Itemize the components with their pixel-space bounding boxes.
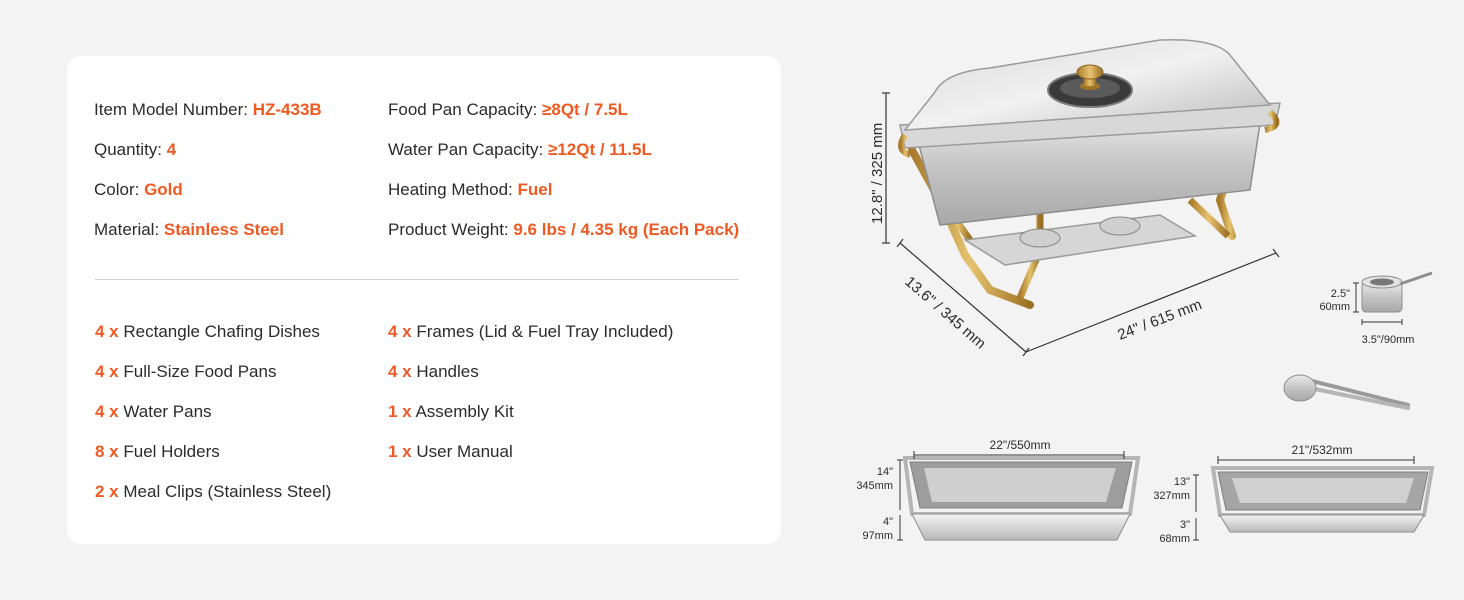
divider [95, 279, 739, 280]
water-pan-height-in-label: 4" [883, 516, 893, 528]
water-pan-depth-mm-label: 345mm [856, 480, 893, 492]
dimension-lines [882, 92, 1280, 357]
spec-card: Item Model Number: HZ-433B Quantity: 4 C… [67, 56, 781, 544]
contents-item: 4 x Rectangle Chafing Dishes [95, 322, 320, 341]
water-pan-image [897, 451, 1141, 541]
food-pan-depth-mm-label: 327mm [1153, 490, 1190, 502]
width-dimension-label: 24" / 615 mm [1115, 296, 1204, 344]
fuel-diameter-label: 3.5"/90mm [1362, 334, 1415, 346]
height-dimension-label: 12.8" / 325 mm [869, 123, 886, 224]
fuel-height-in-label: 2.5" [1331, 288, 1350, 300]
spec-water-pan-capacity: Water Pan Capacity: ≥12Qt / 11.5L [388, 140, 652, 159]
spec-model: Item Model Number: HZ-433B [94, 100, 322, 119]
spec-color: Color: Gold [94, 180, 183, 199]
spec-heating-method: Heating Method: Fuel [388, 180, 553, 199]
spec-product-weight: Product Weight: 9.6 lbs / 4.35 kg (Each … [388, 220, 740, 239]
contents-item: 2 x Meal Clips (Stainless Steel) [95, 482, 332, 501]
tongs-image [1283, 374, 1410, 410]
water-pan-height-mm-label: 97mm [862, 530, 893, 542]
fuel-holder-image [1353, 271, 1433, 325]
contents-item: 4 x Handles [388, 362, 479, 381]
chafing-dish-image [898, 39, 1281, 309]
fuel-height-mm-label: 60mm [1319, 301, 1350, 313]
contents-item: 4 x Full-Size Food Pans [95, 362, 277, 381]
contents-item: 4 x Water Pans [95, 402, 212, 421]
food-pan-height-mm-label: 68mm [1159, 533, 1190, 545]
depth-dimension-label: 13.6" / 345 mm [901, 273, 989, 352]
contents-item: 1 x User Manual [388, 442, 513, 461]
contents-item: 8 x Fuel Holders [95, 442, 220, 461]
water-pan-depth-in-label: 14" [877, 466, 893, 478]
contents-item: 4 x Frames (Lid & Fuel Tray Included) [388, 322, 674, 341]
spec-food-pan-capacity: Food Pan Capacity: ≥8Qt / 7.5L [388, 100, 628, 119]
spec-quantity: Quantity: 4 [94, 140, 177, 159]
water-pan-width-label: 22"/550mm [990, 438, 1051, 452]
contents-item: 1 x Assembly Kit [388, 402, 514, 421]
food-pan-depth-in-label: 13" [1174, 476, 1190, 488]
food-pan-height-in-label: 3" [1180, 519, 1190, 531]
food-pan-width-label: 21"/532mm [1292, 443, 1353, 457]
food-pan-image [1193, 456, 1435, 541]
spec-material: Material: Stainless Steel [94, 220, 284, 239]
